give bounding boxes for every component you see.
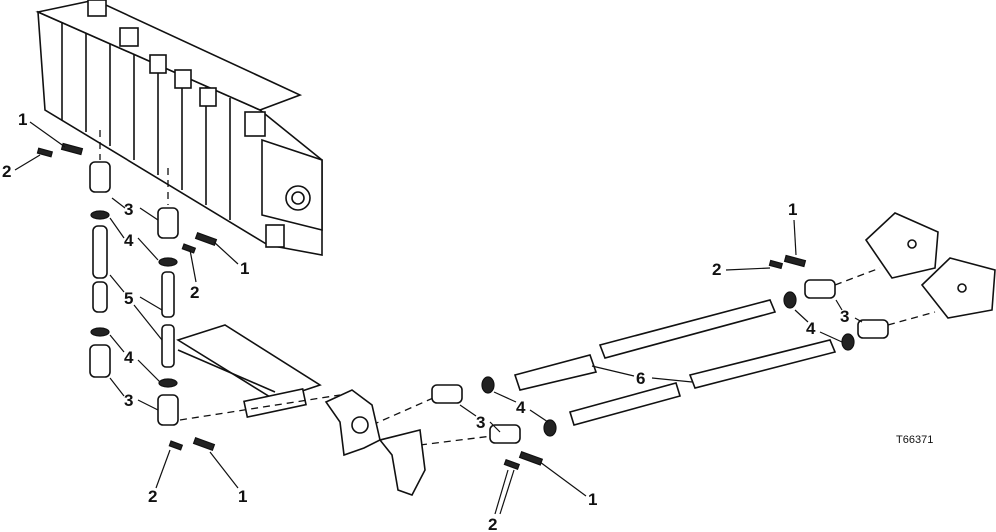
pin-1-top-left — [60, 142, 84, 156]
nut-4-upper-left — [90, 210, 110, 220]
callout-1-mid: 1 — [240, 259, 249, 278]
callout-6: 6 — [636, 369, 645, 388]
callout-4-lower: 4 — [124, 348, 134, 367]
cross-rods-6 — [513, 299, 837, 426]
control-valve-assembly — [35, 0, 323, 256]
nut-4-lower-left — [90, 327, 110, 337]
callout-2-center: 2 — [488, 515, 497, 532]
callout-4-upper: 4 — [124, 231, 134, 250]
rod-6-short-lower — [568, 382, 682, 426]
rod-end-5-lower — [161, 324, 175, 368]
clevis-3-bottom-right — [157, 394, 179, 426]
clevis-3-center-lower — [489, 424, 521, 444]
cotter-2-center — [503, 458, 521, 470]
callout-2-right: 2 — [712, 260, 721, 279]
callout-3-right: 3 — [840, 307, 849, 326]
cotter-2-top-left — [36, 147, 54, 158]
callout-3-upper: 3 — [124, 200, 133, 219]
callout-5: 5 — [124, 289, 133, 308]
nut-4-center-lower — [543, 419, 557, 437]
right-mounting-brackets — [864, 212, 996, 319]
pin-1-bottom — [192, 436, 216, 452]
clevis-3-upper-left — [89, 161, 111, 193]
cotter-2-right — [768, 259, 784, 270]
right-clevises — [768, 254, 889, 351]
nut-4-upper-right — [158, 257, 178, 267]
callout-3-center: 3 — [476, 413, 485, 432]
pin-1-center — [518, 450, 544, 466]
callouts: 1 2 3 4 2 1 5 4 3 2 1 3 4 6 — [2, 110, 933, 532]
callout-3-lower: 3 — [124, 391, 133, 410]
pin-1-mid — [194, 231, 218, 247]
callout-4-right: 4 — [806, 319, 816, 338]
pin-1-right — [783, 254, 807, 268]
center-lever-bracket — [324, 389, 426, 496]
callout-1-top-left: 1 — [18, 110, 27, 129]
center-clevises — [431, 376, 557, 470]
clevis-3-right-lower — [857, 319, 889, 339]
nut-4-right-lower — [841, 333, 855, 351]
nut-4-right-upper — [783, 291, 797, 309]
left-linkage-stack — [89, 161, 322, 426]
callout-1-center: 1 — [588, 490, 597, 509]
clevis-3-lower-left — [89, 344, 111, 378]
clevis-3-center-upper — [431, 384, 463, 404]
callout-2-top-left: 2 — [2, 162, 11, 181]
rod-6-short-upper — [513, 354, 598, 391]
clevis-3-upper-right — [157, 207, 179, 239]
callout-2-bottom: 2 — [148, 487, 157, 506]
callout-4-center: 4 — [516, 398, 526, 417]
clevis-3-right-upper — [804, 279, 836, 299]
callout-2-mid: 2 — [190, 283, 199, 302]
rod-6-upper — [598, 299, 777, 359]
cotter-2-mid — [181, 243, 197, 254]
cotter-2-bottom — [168, 440, 184, 451]
nut-4-center-upper — [481, 376, 495, 394]
rod-6-lower — [688, 339, 837, 389]
callout-1-right: 1 — [788, 200, 797, 219]
rod-end-5-upper — [92, 225, 108, 279]
callout-1-bottom: 1 — [238, 487, 247, 506]
bell-crank — [176, 324, 322, 401]
drawing-number: T66371 — [896, 434, 933, 446]
pins-left — [36, 142, 218, 452]
